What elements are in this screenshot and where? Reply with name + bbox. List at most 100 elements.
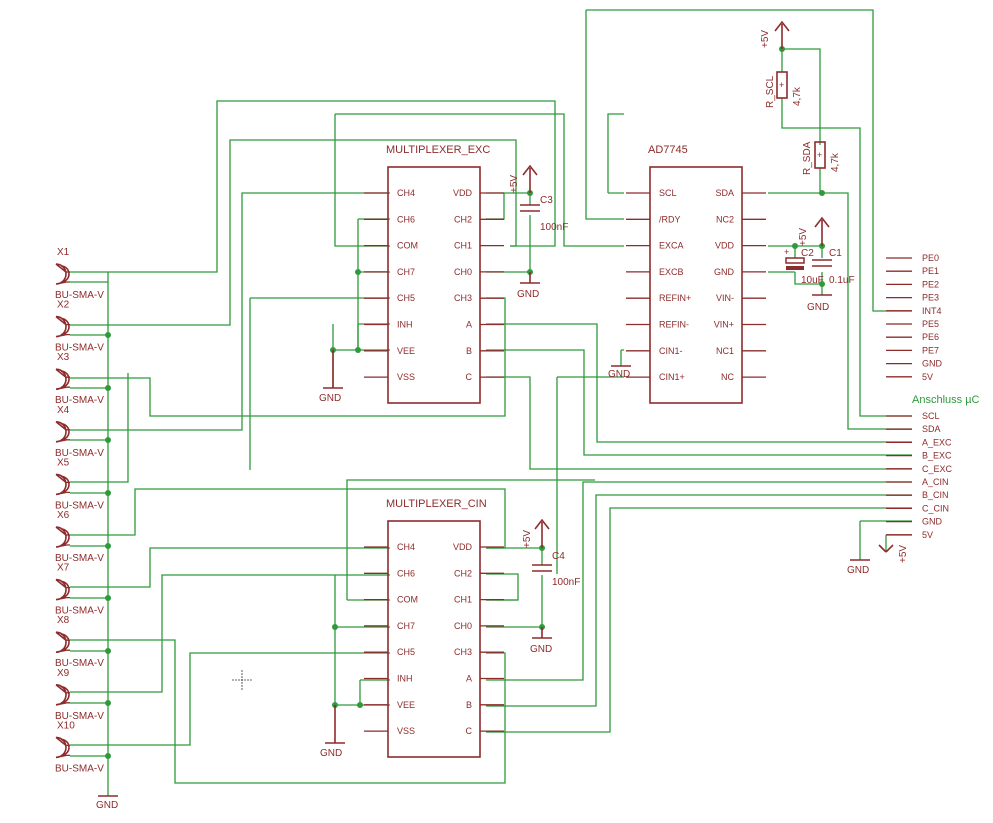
mux-cin-pin-right-0: VDD: [453, 542, 473, 552]
mux-exc-pin-right-3: CH0: [454, 267, 472, 277]
resistor-r-sda: + R_SDA 4,7k: [802, 141, 841, 175]
c2-name: C2: [801, 248, 814, 259]
uc-bottom-pin-9: 5V: [922, 530, 933, 540]
gnd-label-exc: GND: [319, 393, 341, 404]
capacitor-c1: C1 0.1uF: [812, 248, 855, 286]
sma-name-3: X3: [57, 352, 70, 363]
uc-top-pin-6: PE6: [922, 332, 939, 342]
uc-bottom-pin-6: B_CIN: [922, 490, 949, 500]
sma-name-9: X9: [57, 668, 70, 679]
gnd-label-c3: GND: [517, 289, 539, 300]
uc-top-pin-1: PE1: [922, 266, 939, 276]
vcc-label-c4: +5V: [522, 530, 533, 548]
mux-exc-pin-right-5: A: [466, 320, 472, 330]
sma-type-9: BU-SMA-V: [55, 711, 104, 722]
uc-top-pin-3: PE3: [922, 293, 939, 303]
mux-exc-pin-left-6: VEE: [397, 346, 415, 356]
mux-cin-pin-right-2: CH1: [454, 595, 472, 605]
power-symbols: +5V +5V +5V +5V +5V GND GND GND GND GND …: [96, 20, 909, 811]
mux-cin-pin-left-0: CH4: [397, 542, 415, 552]
uc-top-pin-5: PE5: [922, 319, 939, 329]
gnd-label-uc: GND: [847, 565, 869, 576]
uc-bottom-pin-7: C_CIN: [922, 503, 949, 513]
svg-text:+: +: [779, 80, 784, 90]
mux-exc-pin-left-5: INH: [397, 320, 413, 330]
mux-cin-pin-right-4: CH3: [454, 647, 472, 657]
uc-bottom-pin-8: GND: [922, 517, 943, 527]
r-sda-value: 4,7k: [830, 152, 841, 172]
uc-bottom-pin-5: A_CIN: [922, 477, 949, 487]
mux-cin-pin-right-5: A: [466, 674, 472, 684]
uc-bottom-pin-0: SCL: [922, 411, 940, 421]
mux-exc-pin-left-3: CH7: [397, 267, 415, 277]
junctions: [105, 46, 825, 759]
resistor-r-scl: + R_SCL 4,7k: [765, 71, 803, 108]
mux-cin-pin-left-6: VEE: [397, 700, 415, 710]
mux-exc-pin-right-6: B: [466, 346, 472, 356]
mux-cin-pin-left-2: COM: [397, 595, 418, 605]
sma-type-6: BU-SMA-V: [55, 553, 104, 564]
vcc-label-rscl: +5V: [760, 30, 771, 48]
adc-pin-left-5: REFIN-: [659, 320, 689, 330]
c1-value: 0.1uF: [829, 275, 855, 286]
sma-name-5: X5: [57, 457, 70, 468]
sma-connectors: X1BU-SMA-VX2BU-SMA-VX3BU-SMA-VX4BU-SMA-V…: [55, 247, 104, 774]
mux-cin-pin-right-7: C: [466, 726, 473, 736]
capacitor-c4: C4 100nF: [532, 551, 580, 588]
r-scl-value: 4,7k: [792, 86, 803, 106]
mux-cin-pin-right-1: CH2: [454, 568, 472, 578]
mux-exc-pin-right-4: CH3: [454, 293, 472, 303]
adc-title: AD7745: [648, 144, 688, 156]
mux-exc-pin-right-0: VDD: [453, 188, 473, 198]
multiplexer-cin: MULTIPLEXER_CIN CH4CH6COMCH7CH5INHVEEVSS…: [364, 498, 504, 758]
c4-value: 100nF: [552, 577, 580, 588]
mux-exc-pin-left-7: VSS: [397, 372, 415, 382]
adc-pin-left-6: CIN1-: [659, 346, 683, 356]
gnd-label-c4: GND: [530, 644, 552, 655]
sma-name-7: X7: [57, 563, 70, 574]
adc-pin-right-6: NC1: [716, 346, 734, 356]
gnd-label-cin1m: GND: [608, 369, 630, 380]
mux-exc-pin-left-2: COM: [397, 241, 418, 251]
gnd-label-bus: GND: [96, 800, 118, 811]
ad7745-chip: AD7745 SCL/RDYEXCAEXCBREFIN+REFIN-CIN1-C…: [626, 144, 766, 404]
adc-pin-right-3: GND: [714, 267, 735, 277]
sma-name-8: X8: [57, 615, 70, 626]
sma-type-5: BU-SMA-V: [55, 500, 104, 511]
vcc-label-c3: +5V: [509, 175, 520, 193]
adc-pin-right-2: VDD: [715, 241, 735, 251]
adc-pin-left-7: CIN1+: [659, 372, 685, 382]
mux-exc-pin-right-2: CH1: [454, 241, 472, 251]
uc-bottom-pin-3: B_EXC: [922, 451, 952, 461]
sma-type-7: BU-SMA-V: [55, 606, 104, 617]
uc-top-pin-4: INT4: [922, 306, 942, 316]
adc-pin-right-1: NC2: [716, 214, 734, 224]
mux-exc-pin-right-7: C: [466, 372, 473, 382]
adc-pin-right-0: SDA: [715, 188, 734, 198]
mux-cin-pin-right-6: B: [466, 700, 472, 710]
mux-exc-pin-left-0: CH4: [397, 188, 415, 198]
c3-name: C3: [540, 195, 553, 206]
adc-pin-right-5: VIN+: [714, 320, 734, 330]
multiplexer-exc: MULTIPLEXER_EXC CH4CH6COMCH7CH5INHVEEVSS…: [364, 144, 504, 404]
mux-cin-pin-right-3: CH0: [454, 621, 472, 631]
cursor-crosshair: [232, 670, 252, 690]
uc-bottom-pin-2: A_EXC: [922, 437, 952, 447]
uc-top-pin-0: PE0: [922, 253, 939, 263]
sma-type-8: BU-SMA-V: [55, 658, 104, 669]
sma-name-10: X10: [57, 720, 75, 731]
svg-text:+: +: [817, 150, 822, 160]
c3-value: 100nF: [540, 222, 568, 233]
mux-exc-title: MULTIPLEXER_EXC: [386, 144, 490, 156]
capacitor-c3: C3 100nF: [520, 195, 568, 233]
sma-type-3: BU-SMA-V: [55, 395, 104, 406]
uc-top-pin-8: GND: [922, 359, 943, 369]
uc-top-pin-9: 5V: [922, 372, 933, 382]
